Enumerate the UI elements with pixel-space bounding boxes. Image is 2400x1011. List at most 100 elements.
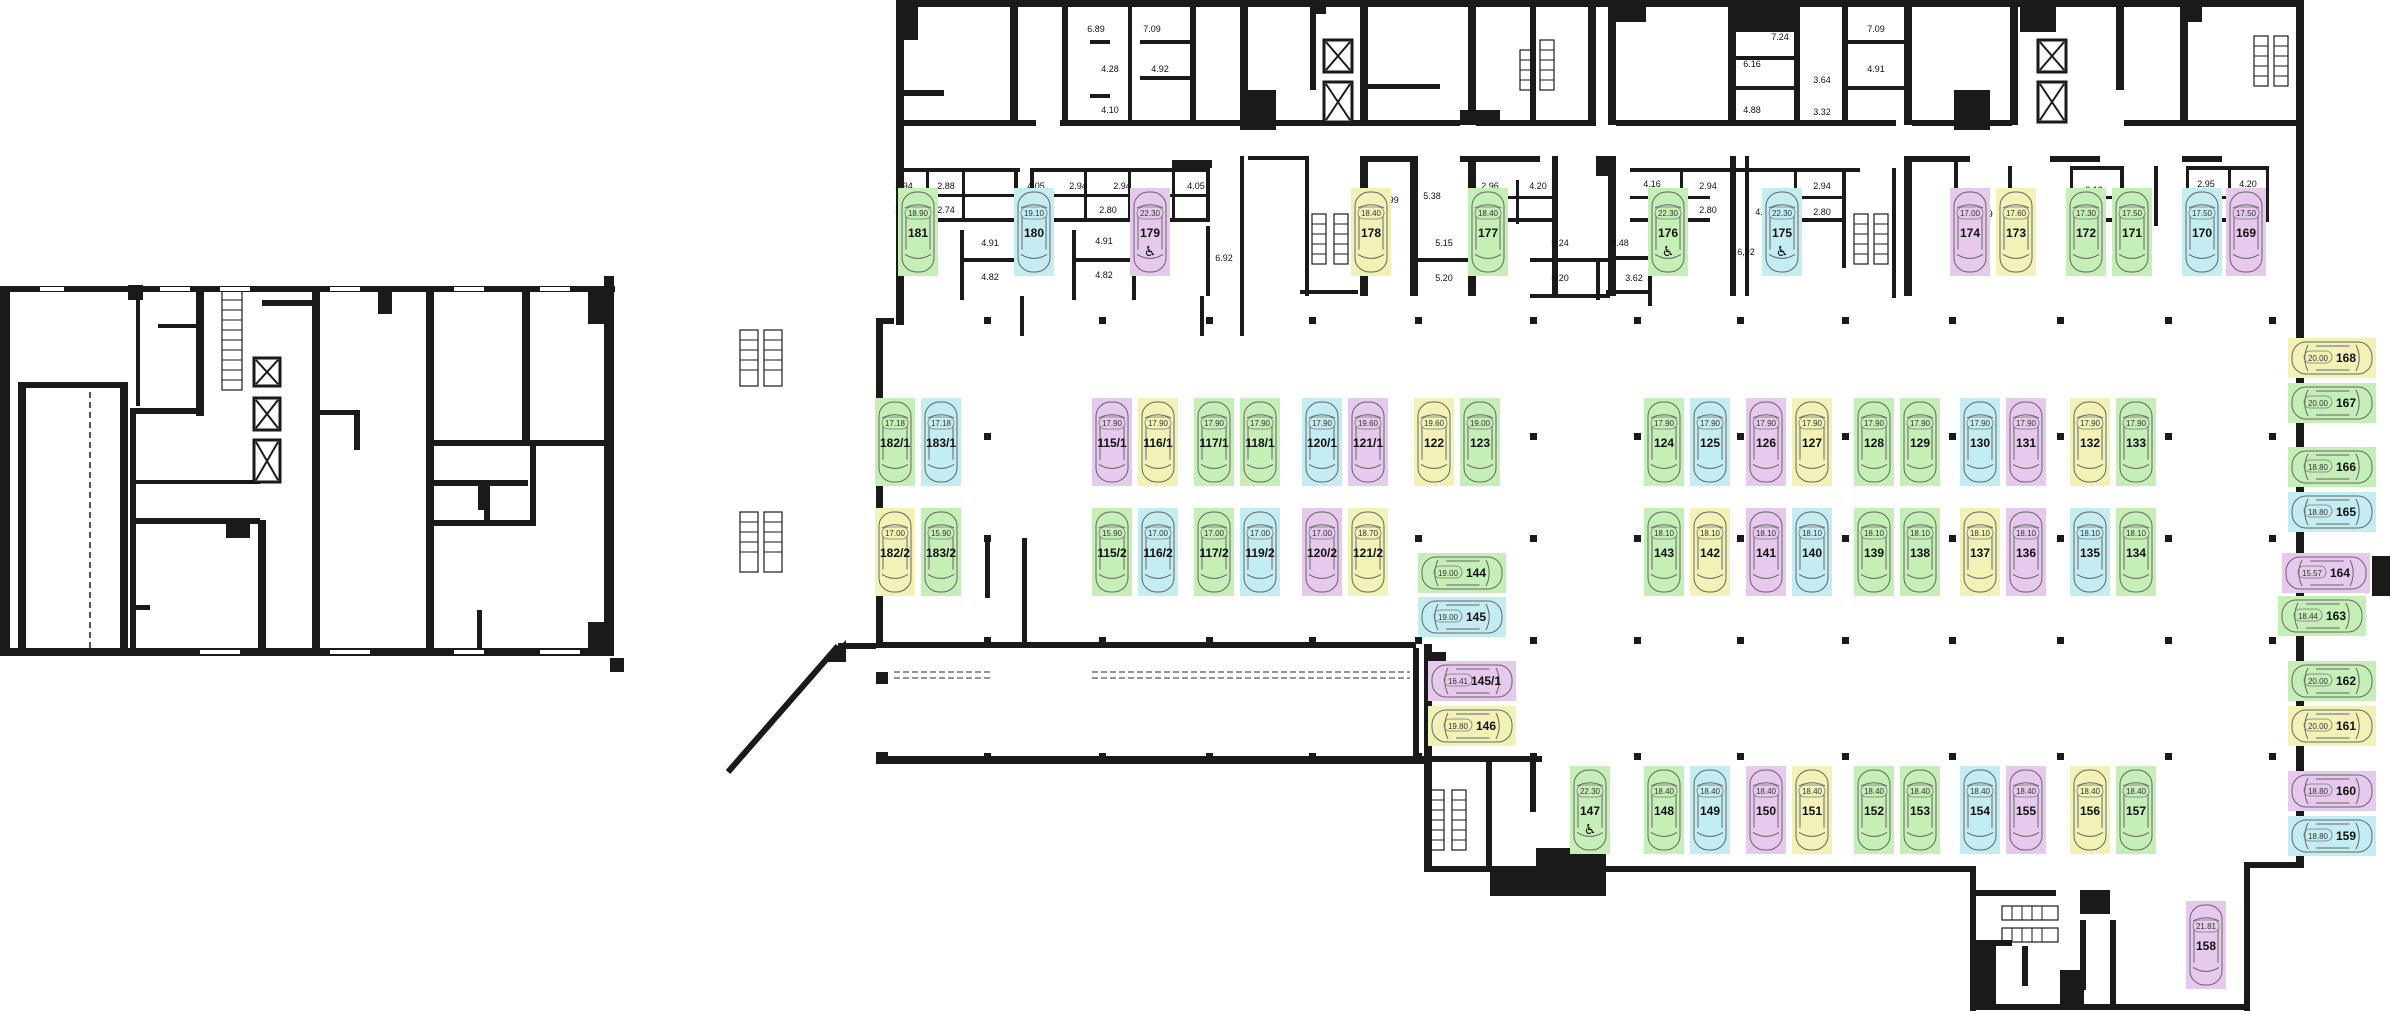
column <box>1634 433 1641 440</box>
spot-area: 17.90 <box>1102 419 1123 428</box>
spot-area: 20.00 <box>2308 354 2329 363</box>
spot-area: 17.90 <box>1802 419 1823 428</box>
spot-area: 17.18 <box>931 419 952 428</box>
room-area-label: 7.09 <box>1143 24 1161 34</box>
spot-highlight <box>1460 398 1500 486</box>
spot-area: 17.90 <box>1970 419 1991 428</box>
room-area-label: 3.64 <box>1813 75 1831 85</box>
room-area-label: 4.05 <box>1027 181 1045 191</box>
column <box>1949 753 1956 760</box>
spot-number: 121/1 <box>1353 436 1383 450</box>
column <box>1530 535 1537 542</box>
column <box>1530 753 1537 760</box>
spot-area: 17.00 <box>1148 529 1169 538</box>
wheelchair-icon: ♿ <box>1662 244 1675 260</box>
spot-number: 157 <box>2126 804 2146 818</box>
column <box>2165 535 2172 542</box>
left-stairs-1 <box>221 289 243 391</box>
spot-area: 17.90 <box>2080 419 2101 428</box>
spot-area: 19.00 <box>1438 613 1459 622</box>
spot-highlight <box>1092 508 1132 596</box>
spot-highlight <box>1854 398 1894 486</box>
